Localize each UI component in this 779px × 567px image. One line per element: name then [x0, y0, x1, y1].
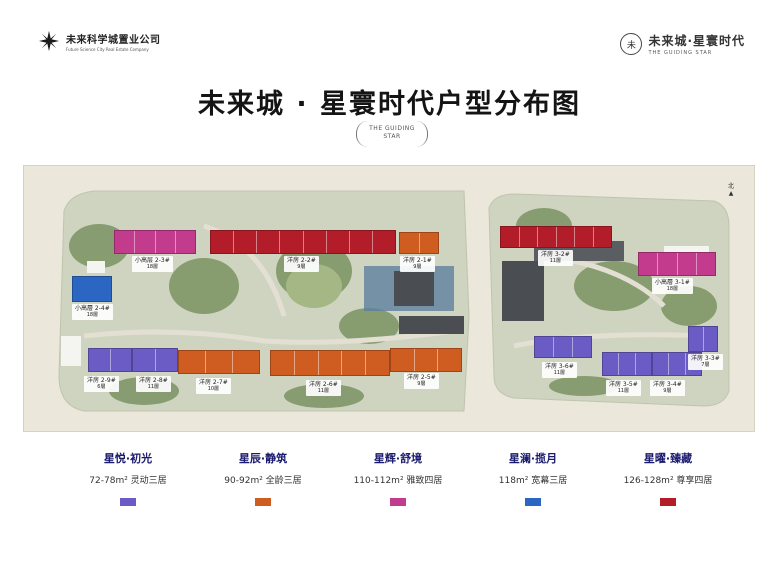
legend-swatch-pink — [390, 498, 406, 506]
building-2-9[interactable] — [88, 348, 132, 372]
building-2-2[interactable] — [210, 230, 396, 254]
site-plan-background — [58, 190, 730, 412]
building-3-2[interactable] — [500, 226, 612, 248]
legend-item-4: 星澜·揽月 118m² 宽幕三居 — [458, 450, 608, 506]
legend-desc: 90-92m² 全龄三居 — [224, 476, 302, 486]
legend-item-3: 星辉·舒境 110-112m² 雅致四居 — [323, 450, 473, 506]
building-2-7[interactable] — [178, 350, 260, 374]
developer-name-en: Future Science City Real Estate Company — [66, 46, 149, 52]
legend-desc: 126-128m² 尊享四居 — [623, 476, 713, 486]
developer-logo: 未来科学城置业公司 Future Science City Real Estat… — [38, 30, 161, 52]
legend-item-1: 星悦·初光 72-78m² 灵动三居 — [53, 450, 203, 506]
project-logo: 未 未来城·星寰时代 THE GUIDING STAR — [620, 32, 745, 56]
compass-label: 北 — [727, 183, 734, 190]
project-logo-cn: 未来城·星寰时代 — [648, 34, 745, 48]
legend-name: 星澜·揽月 — [508, 452, 558, 465]
building-2-2-label: 洋房 2-2#9層 — [284, 256, 319, 272]
building-2-1-label: 洋房 2-1#9層 — [400, 256, 435, 272]
building-2-1[interactable] — [399, 232, 439, 254]
building-2-4-label: 小高層 2-4#18層 — [72, 304, 113, 320]
building-3-3[interactable] — [688, 326, 718, 352]
legend-swatch-blue — [525, 498, 541, 506]
starburst-logo-icon — [38, 30, 60, 52]
building-3-5[interactable] — [602, 352, 652, 376]
building-2-3[interactable] — [114, 230, 196, 254]
legend-name: 星悦·初光 — [103, 452, 153, 465]
legend-item-2: 星辰·静筑 90-92m² 全龄三居 — [188, 450, 338, 506]
building-3-1[interactable] — [638, 252, 716, 276]
subtitle-line-1: THE GUIDING — [369, 125, 415, 132]
building-2-8-label: 洋房 2-8#11層 — [136, 376, 171, 392]
building-2-7-label: 洋房 2-7#10層 — [196, 378, 231, 394]
building-3-6[interactable] — [534, 336, 592, 358]
legend-swatch-purple — [120, 498, 136, 506]
building-3-3-label: 洋房 3-3#7層 — [688, 354, 723, 370]
building-3-5-label: 洋房 3-5#11層 — [606, 380, 641, 396]
legend-item-5: 星曜·臻藏 126-128m² 尊享四居 — [593, 450, 743, 506]
building-3-6-label: 洋房 3-6#11層 — [542, 362, 577, 378]
legend-desc: 110-112m² 雅致四居 — [353, 476, 443, 486]
building-2-3-label: 小高层 2-3#18層 — [132, 256, 173, 272]
legend-name: 星辰·静筑 — [238, 452, 288, 465]
building-2-5-label: 洋房 2-5#9層 — [404, 373, 439, 389]
project-seal-icon: 未 — [620, 33, 643, 55]
legend-name: 星曜·臻藏 — [643, 452, 693, 465]
page-title: 未来城 · 星寰时代户型分布图 — [197, 89, 582, 120]
legend-name: 星辉·舒境 — [373, 452, 423, 465]
legend-desc: 118m² 宽幕三居 — [498, 476, 568, 486]
building-3-2-label: 洋房 3-2#11層 — [538, 250, 573, 266]
north-arrow-icon: ▲ — [728, 190, 734, 197]
legend-swatch-red — [660, 498, 676, 506]
legend-desc: 72-78m² 灵动三居 — [89, 476, 167, 486]
compass: 北 ▲ — [726, 181, 736, 197]
building-2-6[interactable] — [270, 350, 390, 376]
subtitle-badge: THE GUIDING STAR — [356, 121, 428, 147]
building-2-5[interactable] — [390, 348, 462, 372]
building-2-8[interactable] — [132, 348, 178, 372]
project-logo-en: THE GUIDING STAR — [648, 50, 713, 56]
subtitle-line-2: STAR — [383, 133, 401, 140]
building-2-6-label: 洋房 2-6#11層 — [306, 380, 341, 396]
developer-name: 未来科学城置业公司 — [66, 34, 161, 46]
building-3-4-label: 洋房 3-4#9層 — [650, 380, 685, 396]
site-plan-map: 北 ▲ 小高层 2-3#18層 洋房 2-2#9層 洋房 2-1#9層 小高層 … — [23, 165, 755, 432]
building-2-9-label: 洋房 2-9#6層 — [84, 376, 119, 392]
building-3-1-label: 小高層 3-1#18層 — [652, 278, 693, 294]
legend-swatch-orange — [255, 498, 271, 506]
building-2-4[interactable] — [72, 276, 112, 302]
